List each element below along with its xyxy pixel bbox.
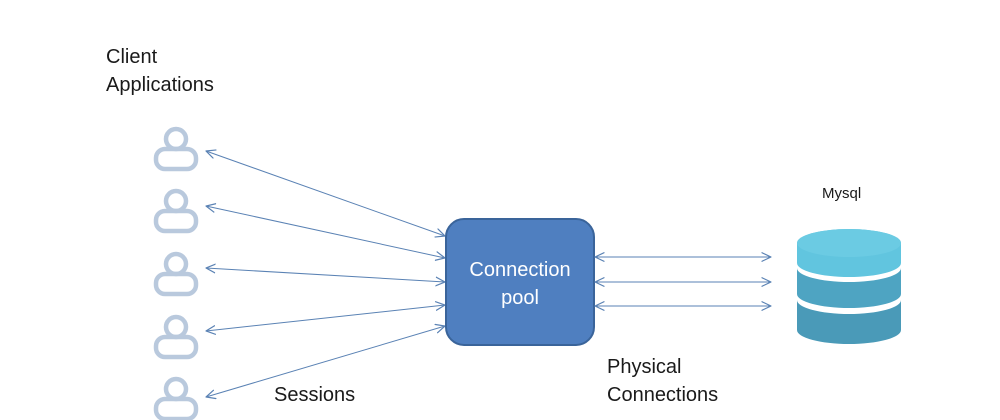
db-middle-disk: [797, 268, 901, 308]
client-applications-label-line2: Applications: [106, 74, 214, 96]
client-applications-label-line1: Client: [106, 46, 158, 68]
physical-connections-label-line1: Physical: [607, 356, 682, 378]
session-arrow-3: [206, 268, 445, 282]
session-arrow-5: [206, 326, 445, 397]
person-outline-icon: [153, 188, 199, 234]
database-label: Mysql: [822, 185, 862, 202]
database-cylinder-icon: [797, 229, 901, 344]
session-arrow-2: [206, 206, 445, 258]
physical-connection-arrows: [595, 257, 771, 306]
person-outline-icon: [153, 376, 199, 420]
db-bottom-disk: [797, 300, 901, 344]
person-outline-icon: [153, 251, 199, 297]
db-top-cap: [797, 229, 901, 257]
session-arrows: [206, 151, 445, 397]
sessions-label: Sessions: [274, 384, 356, 406]
person-outline-icon: [153, 314, 199, 360]
connection-pool-label-line2: pool: [501, 287, 539, 309]
connection-pool-box: [445, 218, 595, 346]
person-outline-icon: [153, 126, 199, 172]
session-arrow-1: [206, 151, 445, 236]
connection-pool-label-line1: Connection: [469, 259, 571, 281]
session-arrow-4: [206, 305, 445, 331]
client-applications-group: [153, 126, 199, 420]
physical-connections-label-line2: Connections: [607, 384, 719, 406]
